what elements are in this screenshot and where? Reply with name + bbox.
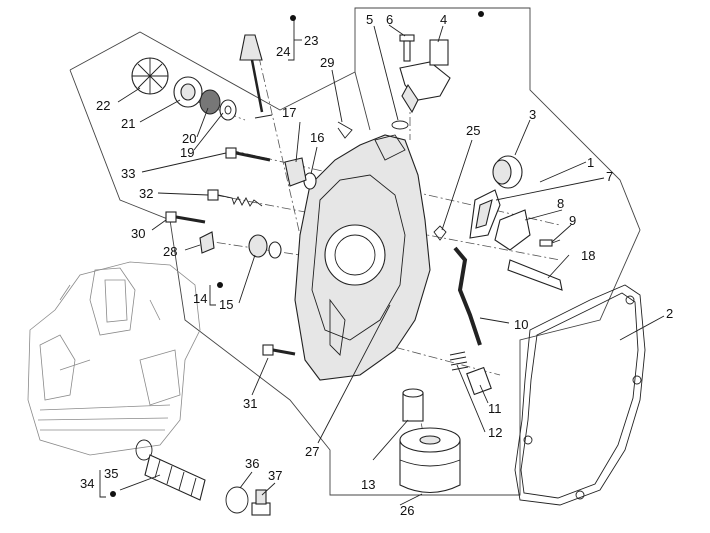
- callout-34: 34: [80, 476, 94, 491]
- part-bracket-7: [469, 189, 501, 239]
- part-bolt-31: [262, 344, 296, 356]
- callout-26: 26: [400, 503, 414, 518]
- part-clip-8: [494, 209, 531, 251]
- part-bearing-21: [173, 76, 203, 108]
- callout-9: 9: [569, 213, 576, 228]
- gasket: [514, 284, 646, 506]
- part-spring-12: [449, 351, 469, 371]
- engine-crankcase-ghost: [27, 261, 201, 456]
- callout-6: 6: [386, 12, 393, 27]
- part-bolt-32: [207, 189, 263, 207]
- part-clip-25: [433, 225, 447, 241]
- callout-37: 37: [268, 468, 282, 483]
- part-oring-36: [225, 486, 249, 514]
- part-seal-20: [199, 89, 221, 115]
- callout-10: 10: [514, 317, 528, 332]
- part-cap-28: [199, 231, 215, 254]
- part-screw-9: [539, 239, 561, 247]
- part-cartridge-13: [402, 388, 424, 422]
- callout-13: 13: [361, 477, 375, 492]
- part-washer-16: [303, 172, 317, 190]
- callout-1: 1: [587, 155, 594, 170]
- group-frames: [69, 7, 641, 496]
- bullet-markers: [110, 11, 484, 497]
- callout-5: 5: [366, 12, 373, 27]
- part-sleeve-11: [466, 366, 492, 396]
- part-sender-17: [284, 157, 307, 187]
- callout-labels: 1 2 3 4 5 6 7 8 9 10 11 12 13 14 15 16 1…: [80, 12, 673, 518]
- cover-body: [294, 134, 431, 381]
- part-sensor: [399, 39, 451, 114]
- callout-15: 15: [219, 297, 233, 312]
- callout-3: 3: [529, 107, 536, 122]
- callout-25: 25: [466, 123, 480, 138]
- part-seal-15: [248, 234, 282, 259]
- callout-30: 30: [131, 226, 145, 241]
- callout-32: 32: [139, 186, 153, 201]
- part-washer-19: [219, 99, 237, 121]
- callout-31: 31: [243, 396, 257, 411]
- callout-4: 4: [440, 12, 447, 27]
- part-bolt-30: [165, 211, 206, 224]
- callout-14: 14: [193, 291, 207, 306]
- part-wire-29: [337, 121, 353, 139]
- part-shaft-18: [507, 259, 563, 291]
- callout-21: 21: [121, 116, 135, 131]
- callout-24: 24: [276, 44, 290, 59]
- callout-33: 33: [121, 166, 135, 181]
- callout-22: 22: [96, 98, 110, 113]
- callout-35: 35: [104, 466, 118, 481]
- callout-7: 7: [606, 169, 613, 184]
- part-bolt-33: [225, 147, 271, 162]
- part-drain-plug-37: [251, 489, 271, 516]
- callout-20: 20: [182, 131, 196, 146]
- part-impeller-22: [131, 57, 169, 95]
- callout-28: 28: [163, 244, 177, 259]
- callout-17: 17: [282, 105, 296, 120]
- callout-36: 36: [245, 456, 259, 471]
- callout-27: 27: [305, 444, 319, 459]
- callout-11: 11: [488, 401, 502, 416]
- callout-18: 18: [581, 248, 595, 263]
- callout-2: 2: [666, 306, 673, 321]
- callout-12: 12: [488, 425, 502, 440]
- callout-19: 19: [180, 145, 194, 160]
- part-hose-10: [453, 246, 482, 346]
- callout-29: 29: [320, 55, 334, 70]
- callout-16: 16: [310, 130, 324, 145]
- leader-lines: [99, 20, 665, 506]
- callout-23: 23: [304, 33, 318, 48]
- part-strainer: [135, 439, 206, 501]
- part-screw-6: [399, 34, 415, 62]
- callout-8: 8: [557, 196, 564, 211]
- part-oring-5: [391, 120, 409, 130]
- part-plug: [492, 155, 523, 189]
- part-dipstick: [239, 34, 273, 119]
- part-oil-filter-26: [399, 427, 461, 493]
